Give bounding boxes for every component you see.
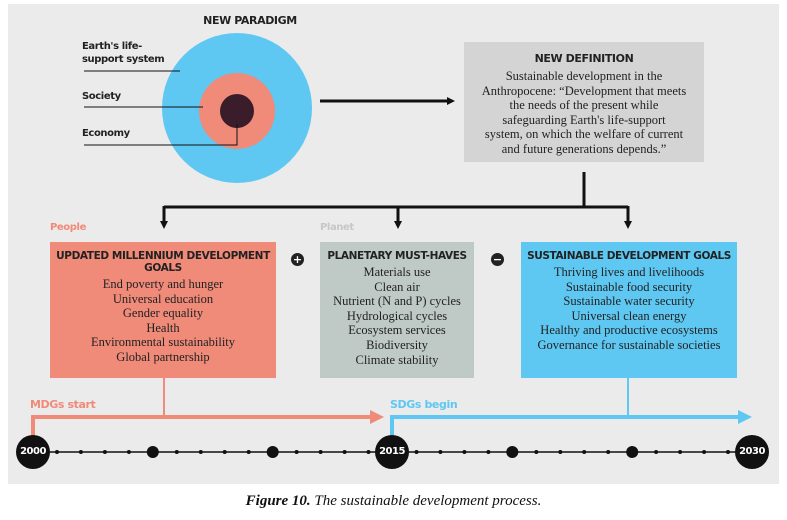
timeline-dot [582,450,587,454]
paradigm-title: NEW PARADIGM [203,14,297,27]
definition-line: Sustainable development in the [505,69,663,83]
economy-circle [220,94,254,128]
list-item: End poverty and hunger [102,277,224,291]
timeline-dot [702,450,707,454]
tag-planet: Planet [320,222,354,233]
definition-line: Anthropocene: “Development that meets [481,83,687,98]
label-economy: Economy [82,128,130,139]
leader-economy [84,124,238,146]
definition-title: NEW DEFINITION [534,52,634,65]
timeline-dot [78,450,83,454]
list-item: Universal clean energy [571,308,687,323]
mdg-arrow-head [370,410,384,424]
sdg-arrow-head [738,410,752,424]
timeline-dot [126,450,131,454]
timeline-dot [558,450,563,454]
definition-line: the needs of the present while [509,98,659,112]
timeline-dot [342,450,347,454]
list-item: Sustainable water security [563,294,695,309]
definition-line: and future generations depends.” [501,141,667,156]
mdg-box: UPDATED MILLENNIUM DEVELOPMENT GOALS End… [50,242,276,378]
tag-people: People [50,222,86,233]
list-item: Ecosystem services [348,323,446,338]
timeline-dot [438,450,443,454]
plus-icon: + [291,253,304,266]
list-item: Gender equality [122,306,204,321]
sdg-box: SUSTAINABLE DEVELOPMENT GOALS Thriving l… [521,242,737,378]
definition-text: Sustainable development in the Anthropoc… [464,69,704,156]
timeline-dot [654,450,659,454]
list-item: Materials use [363,265,431,279]
timeline-dot [486,450,491,454]
sdg-arrow [390,415,740,438]
list-item: Nutrient (N and P) cycles [333,294,461,309]
timeline-major-dot [146,446,159,458]
timeline-dot [174,450,179,454]
timeline-major-dot [266,446,279,458]
year-marker-2000: 2000 [16,435,50,469]
planetary-box: PLANETARY MUST-HAVES Materials use Clean… [320,242,474,378]
timeline-dot [462,450,467,454]
timeline-dot [678,450,683,454]
timeline-dots [55,446,730,458]
mdg-arrow [31,415,372,438]
timeline-dot [222,450,227,454]
definition-line: safeguarding Earth's life-support [502,112,666,127]
list-item: Global partnership [116,349,210,364]
timeline-dot [294,450,299,454]
timeline-dot [55,450,59,454]
timeline-major-dot [626,446,639,458]
list-item: Thriving lives and livelihoods [553,265,705,279]
list-item: Health [146,320,180,335]
caption-label: Figure 10. [245,493,311,509]
mdg-start-label: MDGs start [30,398,96,411]
mdg-title: UPDATED MILLENNIUM DEVELOPMENT GOALS [56,250,270,274]
timeline-dot [366,450,371,454]
list-item: Hydrological cycles [346,308,448,323]
label-earth: Earth's life- support system [82,40,165,66]
planetary-title: PLANETARY MUST-HAVES [327,250,467,262]
timeline-dot [102,450,107,454]
timeline-dot [246,450,251,454]
figure-caption: Figure 10. The sustainable development p… [0,493,787,510]
minus-icon: − [491,253,504,266]
timeline-dot [198,450,203,454]
list-item: Climate stability [355,352,439,367]
list-item: Clean air [374,279,420,294]
timeline-dot [414,450,419,454]
timeline-dot [534,450,539,454]
year-marker-2030: 2030 [735,435,769,469]
caption-text: The sustainable development process. [314,493,542,509]
timeline-dot [606,450,611,454]
year-marker-2015: 2015 [375,435,409,469]
list-item: Healthy and productive ecosystems [540,323,718,338]
list-item: Universal education [112,291,214,306]
sdg-title: SUSTAINABLE DEVELOPMENT GOALS [527,250,731,262]
label-society: Society [82,91,121,102]
timeline-dot [318,450,323,454]
timeline-major-dot [506,446,519,458]
list-item: Governance for sustainable societies [537,337,721,352]
sdg-begin-label: SDGs begin [390,398,458,411]
definition-box: NEW DEFINITION Sustainable development i… [464,42,704,162]
list-item: Environmental sustainability [90,335,236,350]
definition-line: system, on which the welfare of current [484,127,684,141]
list-item: Biodiversity [366,337,428,352]
list-item: Sustainable food security [565,279,693,294]
timeline-dot [726,450,730,454]
label-earth-line-1: Earth's life- [82,41,142,52]
label-earth-line-2: support system [82,54,165,65]
